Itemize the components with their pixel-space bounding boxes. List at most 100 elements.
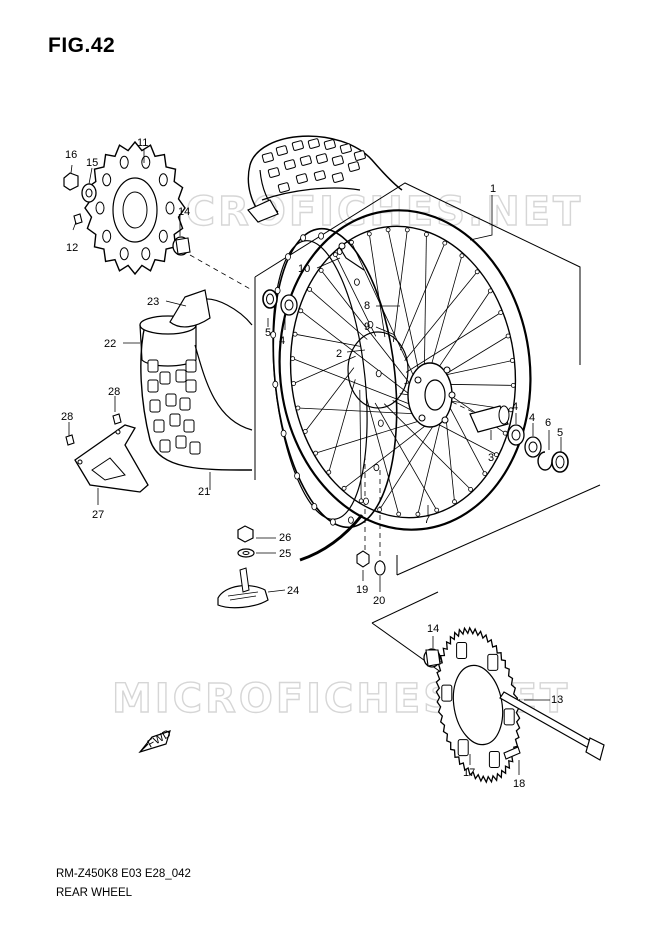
- spoke-nipple-mark: [326, 469, 332, 475]
- tire-knob: [149, 399, 161, 413]
- spoke-nipple-mark: [452, 499, 457, 505]
- spoke: [300, 310, 413, 397]
- spoke: [293, 355, 356, 384]
- disc-washer: [81, 183, 97, 203]
- spoke-nipple-mark: [292, 331, 298, 337]
- spoke-nipple-mark: [510, 382, 516, 388]
- figure-code: RM-Z450K8 E03 E28_042: [56, 868, 191, 880]
- disc-hole: [102, 229, 112, 243]
- tire-knob: [299, 155, 312, 166]
- rim-hole: [347, 516, 354, 524]
- spoke-nipple-mark: [349, 239, 354, 245]
- callout-7: 7: [424, 514, 430, 526]
- callout-22: 22: [104, 338, 116, 350]
- disc-hole: [141, 155, 151, 169]
- tire-knob: [165, 393, 177, 407]
- callout-9: 9: [364, 321, 370, 333]
- callout-4-right-a: 4: [512, 401, 518, 413]
- callout-14-top: 14: [178, 206, 190, 218]
- tire-knob: [323, 139, 336, 150]
- spoke: [297, 407, 418, 415]
- spoke-nipple-mark: [487, 288, 493, 294]
- tire-knob: [283, 159, 296, 170]
- tire-knob: [189, 441, 201, 455]
- tire-knob: [267, 167, 280, 178]
- callout-4-left: 4: [279, 335, 285, 347]
- callout-8: 8: [364, 300, 370, 312]
- callout-10: 10: [298, 263, 310, 275]
- sprocket-window: [457, 739, 469, 757]
- spoke: [387, 229, 420, 372]
- callout-17: 17: [463, 767, 475, 779]
- callout-19: 19: [356, 584, 368, 596]
- spoke: [404, 271, 478, 361]
- disc-bolt: [73, 213, 83, 225]
- spoke-nipple-mark: [313, 450, 319, 456]
- spoke: [447, 403, 486, 474]
- tire-knob: [347, 161, 360, 172]
- fwd-label: FWD: [146, 728, 174, 751]
- spoke-nipple-mark: [493, 452, 499, 458]
- watermark-top: MICROFICHES.NET: [125, 189, 583, 235]
- rim-hole: [294, 472, 301, 480]
- spoke: [320, 270, 413, 387]
- callout-4-right-b: 4: [529, 412, 535, 424]
- spoke-nipple-mark: [290, 356, 296, 362]
- spoke: [295, 333, 361, 347]
- spoke-nipple-mark: [415, 511, 421, 517]
- tire-knob: [331, 172, 344, 183]
- tire-knob: [147, 379, 159, 393]
- callout-16: 16: [65, 149, 77, 161]
- spoke-nipple-mark: [510, 358, 515, 363]
- callout-21: 21: [198, 486, 210, 498]
- spoke-nipple-mark: [385, 227, 391, 233]
- spoke: [328, 379, 356, 473]
- spoke: [374, 402, 438, 511]
- rear-axle: [499, 691, 605, 761]
- spoke-nipple-mark: [505, 333, 511, 339]
- rim-hole: [272, 380, 279, 388]
- tire-knob: [295, 173, 308, 184]
- callout-18: 18: [513, 778, 525, 790]
- callout-13: 13: [551, 694, 563, 706]
- callout-23: 23: [147, 296, 159, 308]
- spoke-nipple-mark: [332, 252, 338, 258]
- fwd-arrow-icon: FWD: [138, 728, 174, 754]
- right-bearing: [507, 424, 525, 446]
- rear-sprocket: [435, 626, 521, 784]
- sprocket-window: [503, 708, 515, 726]
- left-oil-seal: [262, 289, 278, 309]
- spoke: [424, 234, 427, 368]
- rim-lock: [217, 567, 269, 609]
- sprocket-collar: [423, 648, 441, 668]
- spoke: [366, 397, 400, 515]
- tire-knob: [169, 413, 181, 427]
- tire: [247, 135, 403, 223]
- tire-knob: [179, 397, 191, 411]
- spoke-nipple-mark: [404, 227, 410, 233]
- disc-hole: [158, 229, 168, 243]
- guard-bolt-b: [65, 434, 75, 446]
- rim-lock-leader: [299, 514, 364, 562]
- rim-hole: [285, 253, 291, 261]
- spoke: [309, 289, 368, 340]
- callout-1: 1: [490, 183, 496, 195]
- spoke: [436, 290, 491, 371]
- callout-28-right: 28: [108, 386, 120, 398]
- spoke-nipple-mark: [291, 381, 297, 386]
- circlip: [537, 451, 553, 471]
- tire-knob: [275, 145, 288, 156]
- spoke-washer: [374, 560, 386, 576]
- spoke: [399, 242, 446, 351]
- rim-hole: [300, 234, 307, 242]
- spoke: [379, 421, 436, 510]
- callout-24: 24: [287, 585, 299, 597]
- spoke-nipple-mark: [474, 269, 480, 275]
- tire-knob: [147, 359, 159, 373]
- tire-knob: [307, 138, 320, 149]
- right-bearing-outer: [524, 436, 542, 458]
- tire-knob: [185, 359, 197, 373]
- rim-hole: [373, 463, 380, 472]
- spoke-nipple-mark: [502, 430, 508, 436]
